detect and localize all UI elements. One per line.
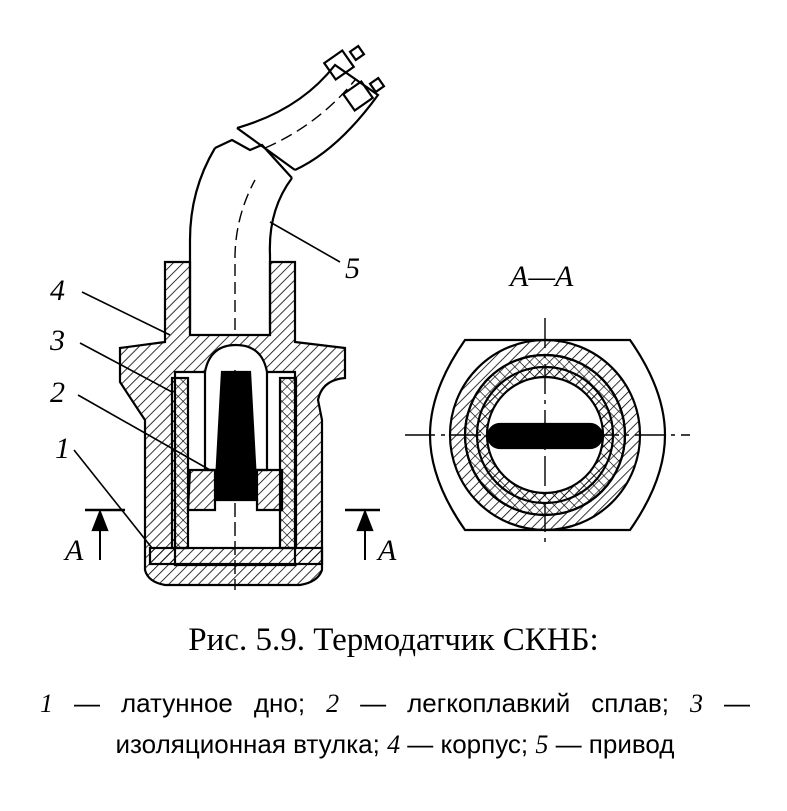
section-view — [405, 318, 690, 548]
brass-bottom — [148, 546, 324, 566]
figure-caption: Рис. 5.9. Термодатчик СКНБ: — [188, 622, 599, 658]
callout-4: 4 — [50, 274, 65, 307]
legend-item-3: 3 — изоляционная втулка; — [115, 688, 750, 759]
section-title: A—A — [508, 260, 574, 293]
legend-item-1: 1 — латунное дно; — [40, 688, 327, 718]
section-mark-left: A — [63, 534, 84, 567]
figure-legend: 1 — латунное дно; 2 — легкоплавкий сплав… — [40, 683, 750, 765]
legend-item-4: 4 — корпус; — [387, 729, 536, 759]
side-view — [73, 44, 386, 590]
drive-cable — [188, 147, 216, 330]
callout-5: 5 — [345, 252, 360, 285]
callout-1: 1 — [55, 432, 70, 465]
sensor-drawing: 4 3 2 1 5 A A A—A — [49, 44, 690, 590]
insulating-sleeve — [170, 376, 190, 550]
callout-2: 2 — [50, 376, 65, 409]
section-mark-right: A — [376, 534, 397, 567]
callout-3: 3 — [49, 324, 65, 357]
legend-item-2: 2 — легкоплавкий сплав; — [326, 688, 690, 718]
legend-item-5: 5 — привод — [535, 729, 675, 759]
section-housing-outline — [428, 338, 667, 532]
fusible-alloy — [213, 370, 259, 502]
